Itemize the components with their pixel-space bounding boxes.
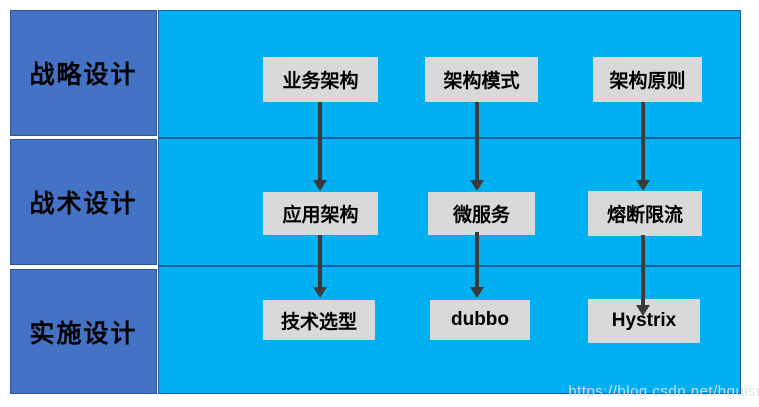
node-application-architecture: 应用架构: [263, 192, 378, 235]
arrow-down-icon: [313, 102, 327, 191]
arrow-down-icon: [313, 235, 327, 298]
arrow-down-icon: [470, 232, 484, 298]
arrow-down-icon: [636, 235, 650, 316]
node-label: 熔断限流: [606, 205, 683, 226]
node-label: 架构原则: [609, 71, 686, 92]
node-dubbo: dubbo: [430, 300, 530, 340]
node-circuit-breaking-rate-limiting: 熔断限流: [588, 191, 702, 236]
watermark-url: https://blog.csdn.net/hguisu: [568, 383, 759, 400]
node-technology-selection: 技术选型: [263, 300, 375, 340]
sidebar-label-implementation-design: 实施设计: [29, 318, 138, 348]
sidebar-label-strategic-design: 战略设计: [29, 60, 138, 89]
node-label: 应用架构: [282, 205, 359, 226]
node-label: 技术选型: [280, 311, 357, 333]
sidebar-label-tactical-design: 战术设计: [29, 189, 138, 218]
arrow-down-icon: [636, 102, 650, 191]
node-business-architecture: 业务架构: [263, 57, 378, 102]
node-architecture-principle: 架构原则: [593, 57, 702, 102]
node-label: 微服务: [452, 205, 510, 226]
node-label: Hystrix: [611, 310, 677, 331]
row-divider-2: [158, 265, 741, 267]
node-label: dubbo: [450, 309, 510, 330]
node-label: 架构模式: [443, 71, 520, 92]
sidebar-row-strategic-design: 战略设计: [10, 10, 157, 136]
node-architecture-pattern: 架构模式: [425, 57, 538, 102]
sidebar-row-tactical-design: 战术设计: [10, 139, 157, 265]
sidebar-row-implementation-design: 实施设计: [10, 269, 157, 394]
node-label: 业务架构: [282, 71, 359, 92]
node-microservices: 微服务: [428, 192, 535, 235]
arrow-down-icon: [470, 102, 484, 191]
row-divider-1: [158, 137, 741, 139]
